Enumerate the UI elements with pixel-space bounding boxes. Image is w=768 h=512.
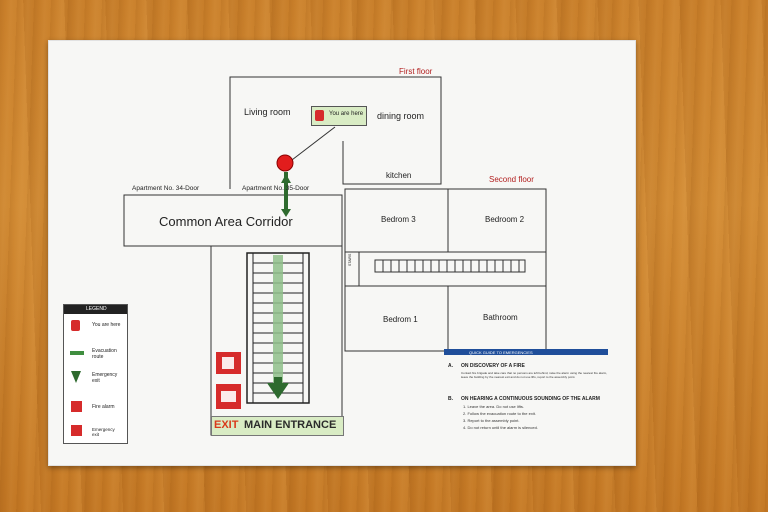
legend-label: You are here bbox=[92, 322, 121, 328]
bedroom-1-label: Bedrom 1 bbox=[383, 315, 418, 324]
dining-room-label: dining room bbox=[377, 111, 425, 121]
section-b-title: ON HEARING A CONTINUOUS SOUNDING OF THE … bbox=[461, 396, 600, 402]
stairs-second-floor bbox=[374, 259, 526, 273]
legend-card: LEGEND You are here Evacuation route Eme… bbox=[63, 304, 128, 444]
section-a-title: ON DISCOVERY OF A FIRE bbox=[461, 363, 525, 369]
you-are-here-callout: You are here bbox=[311, 106, 367, 126]
section-b-item: 1. Leave the area. Do not use lifts. bbox=[463, 404, 524, 409]
evacuation-arrow-icon bbox=[70, 351, 84, 355]
bathroom-label: Bathroom bbox=[483, 313, 518, 322]
legend-label: Emergency exit bbox=[92, 372, 118, 384]
legend-label: Evacuation route bbox=[92, 348, 117, 360]
first-floor-heading: First floor bbox=[399, 67, 433, 76]
legend-label: Emergency exit bbox=[92, 427, 115, 437]
you-are-here-icon bbox=[315, 110, 324, 121]
fire-alarm-icon bbox=[71, 401, 82, 412]
section-b-letter: B. bbox=[448, 396, 453, 402]
legend-label: Fire alarm bbox=[92, 404, 115, 410]
main-stairs bbox=[246, 252, 310, 404]
legend-header: LEGEND bbox=[64, 305, 127, 314]
apartment-34-label: Apartment No. 34-Door bbox=[132, 185, 200, 192]
bedroom-3-label: Bedrom 3 bbox=[381, 215, 416, 224]
instructions-header: QUICK GUIDE TO EMERGENCIES bbox=[469, 350, 533, 355]
section-a-body: Contact fire brigade and take care that … bbox=[461, 371, 608, 379]
main-entrance-label: MAIN ENTRANCE bbox=[244, 419, 337, 431]
kitchen-label: kitchen bbox=[386, 171, 412, 180]
exit-banner: EXIT MAIN ENTRANCE bbox=[211, 416, 344, 436]
section-a-letter: A. bbox=[448, 363, 453, 369]
corridor-label: Common Area Corridor bbox=[159, 214, 293, 229]
you-are-here-icon bbox=[71, 320, 80, 331]
evacuation-route-arrow bbox=[281, 172, 291, 217]
floor-plan-lines bbox=[123, 76, 608, 436]
living-room-label: Living room bbox=[244, 107, 291, 117]
second-floor-heading: Second floor bbox=[489, 175, 534, 184]
floor-plan-sheet: First floor Living room dining room kitc… bbox=[48, 40, 636, 466]
section-b-item: 2. Follow the evacuation route to the ex… bbox=[463, 411, 536, 416]
section-b-item: 3. Report to the assembly point. bbox=[463, 418, 520, 423]
stairs-side-label: STAIRS bbox=[348, 253, 352, 266]
extinguisher-icon bbox=[71, 425, 82, 436]
apartment-35-label: Apartment No. 35-Door bbox=[242, 185, 310, 192]
section-b-item: 4. Do not return until the alarm is sile… bbox=[463, 425, 538, 430]
emergency-exit-icon bbox=[71, 371, 81, 383]
you-are-here-dot bbox=[276, 154, 294, 172]
exit-word: EXIT bbox=[214, 419, 239, 431]
bedroom-2-label: Bedroom 2 bbox=[485, 215, 525, 224]
